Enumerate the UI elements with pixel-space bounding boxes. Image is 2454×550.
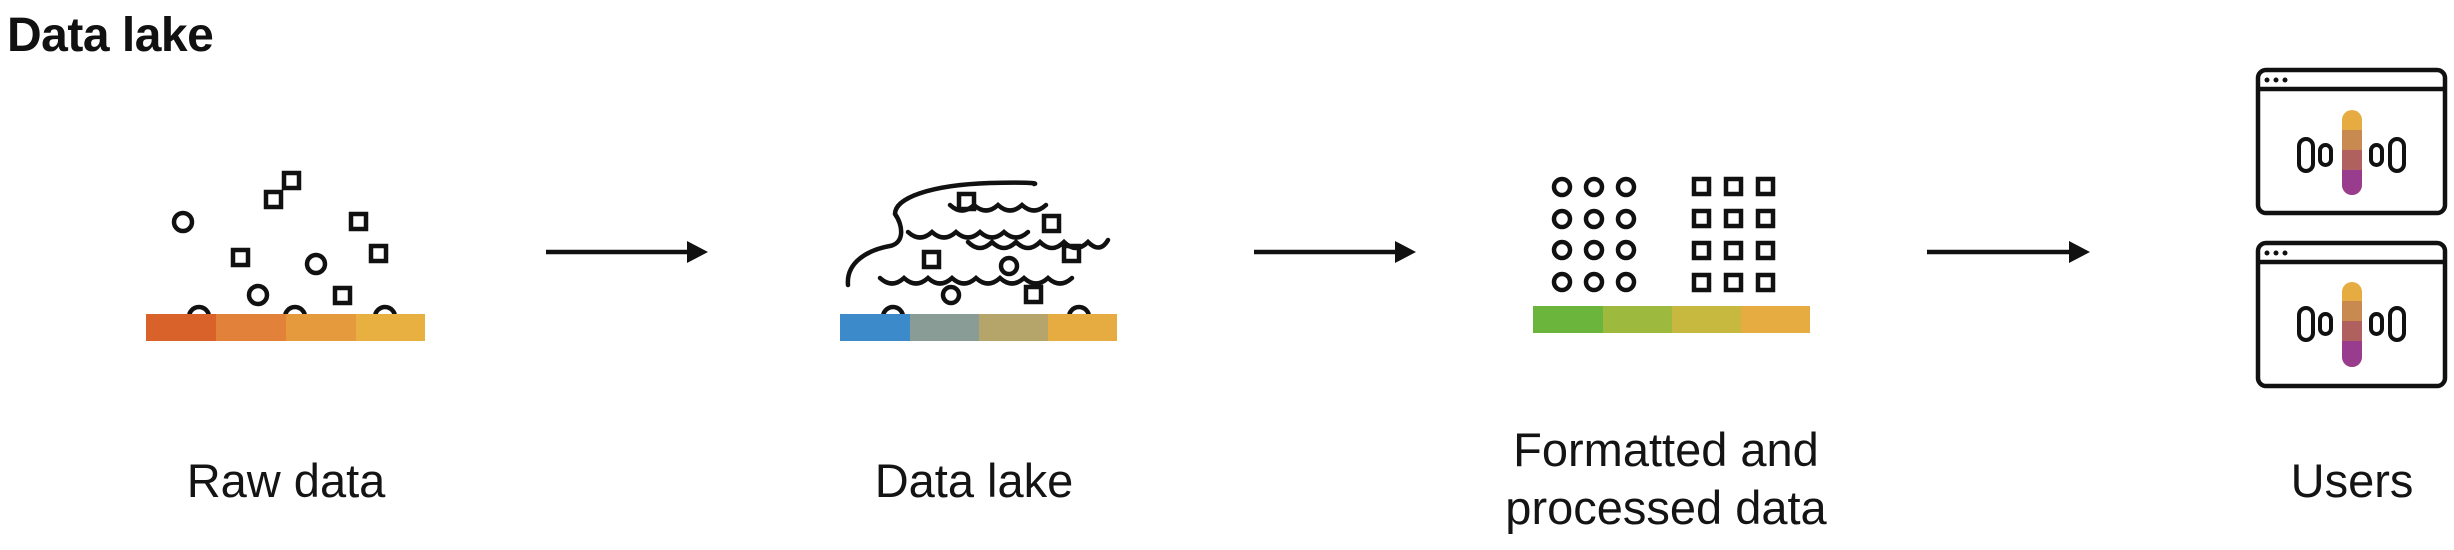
data-lake-icon [845, 180, 1111, 320]
raw-data-icon [171, 170, 398, 318]
processed-data-bar [1533, 306, 1810, 333]
step-label-raw-data: Raw data [186, 454, 386, 507]
step-label-users: Users [2290, 454, 2414, 507]
user-window-top-icon [2255, 67, 2448, 216]
diagram-title: Data lake [7, 9, 214, 62]
flow-arrow-2 [1254, 241, 1416, 263]
data-lake-bar [840, 314, 1117, 341]
flow-arrow-1 [546, 241, 708, 263]
step-label-processed-data: Formatted and processed data [1505, 423, 1827, 534]
flow-arrow-3 [1927, 241, 2090, 263]
processed-data-icon [1551, 176, 1776, 293]
raw-data-bar [146, 314, 425, 341]
user-window-bottom-icon [2255, 240, 2448, 389]
step-label-data-lake: Data lake [874, 454, 1074, 507]
